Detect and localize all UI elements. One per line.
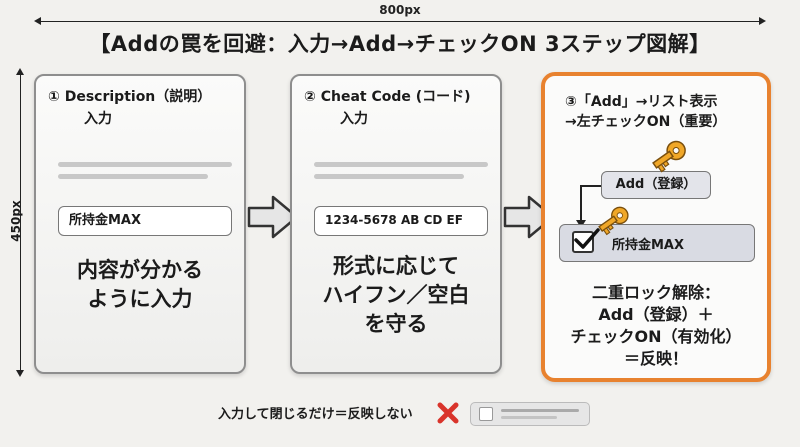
step-2-message-line-2: ハイフン／空白 [322, 283, 470, 307]
step-1-heading: ① Description（説明） [48, 89, 212, 105]
cheat-code-input[interactable]: 1234-5678 AB CD EF [314, 206, 488, 236]
right-arrow-icon [247, 195, 299, 239]
step-3-message-line-4: ＝反映！ [623, 349, 688, 368]
add-button[interactable]: Add（登録） [601, 171, 711, 199]
placeholder-line [58, 162, 232, 167]
step-2-subheading: 入力 [340, 111, 368, 127]
height-arrow [16, 68, 24, 377]
cross-icon [437, 402, 459, 424]
step-3-heading-line-1: ③「Add」→リスト表示 [565, 94, 718, 110]
step-3-message: 二重ロック解除： Add（登録）＋ チェックON（有効化） ＝反映！ [545, 282, 767, 370]
placeholder-line [58, 174, 208, 179]
step-1-panel: ① Description（説明） 入力 所持金MAX 内容が分かる ように入力 [34, 74, 246, 374]
step-2-message-line-1: 形式に応じて [333, 254, 459, 278]
height-label: 450px [9, 200, 23, 242]
unchecked-checkbox [479, 407, 493, 421]
step-1-message-line-2: ように入力 [87, 287, 193, 311]
description-input[interactable]: 所持金MAX [58, 206, 232, 236]
enable-checkbox[interactable] [572, 231, 594, 253]
key-icon [598, 206, 629, 236]
list-item-label: 所持金MAX [612, 238, 685, 253]
page-title: 【Addの罠を回避：入力→Add→チェックON 3ステップ図解】 [89, 32, 711, 56]
step-2-message-line-3: を守る [364, 312, 428, 336]
list-item[interactable]: 所持金MAX [559, 224, 755, 262]
step-3-message-line-1: 二重ロック解除： [591, 283, 720, 302]
step-1-subheading: 入力 [84, 111, 112, 127]
footer-warning: 入力して閉じるだけ＝反映しない [218, 407, 413, 422]
key-icon [652, 140, 686, 173]
placeholder-line [314, 162, 488, 167]
width-arrow [34, 17, 766, 25]
placeholder-line [501, 409, 579, 412]
placeholder-line [501, 416, 557, 419]
step-3-heading: ③「Add」→リスト表示 →左チェックON（重要） [565, 92, 726, 132]
step-3-panel: ③「Add」→リスト表示 →左チェックON（重要） Add（登録） 所持金MAX [541, 72, 771, 382]
step-2-heading: ② Cheat Code (コード) [304, 89, 471, 105]
step-3-message-line-2: Add（登録）＋ [598, 305, 714, 324]
placeholder-line [314, 174, 464, 179]
width-label: 800px [379, 3, 421, 17]
step-2-panel: ② Cheat Code (コード) 入力 1234-5678 AB CD EF… [290, 74, 502, 374]
checkmark-icon [574, 228, 600, 249]
step-3-message-line-3: チェックON（有効化） [570, 327, 742, 346]
step-1-message-line-1: 内容が分かる [77, 258, 203, 282]
step-3-heading-line-2: →左チェックON（重要） [565, 114, 727, 130]
disabled-list-row [470, 402, 590, 426]
